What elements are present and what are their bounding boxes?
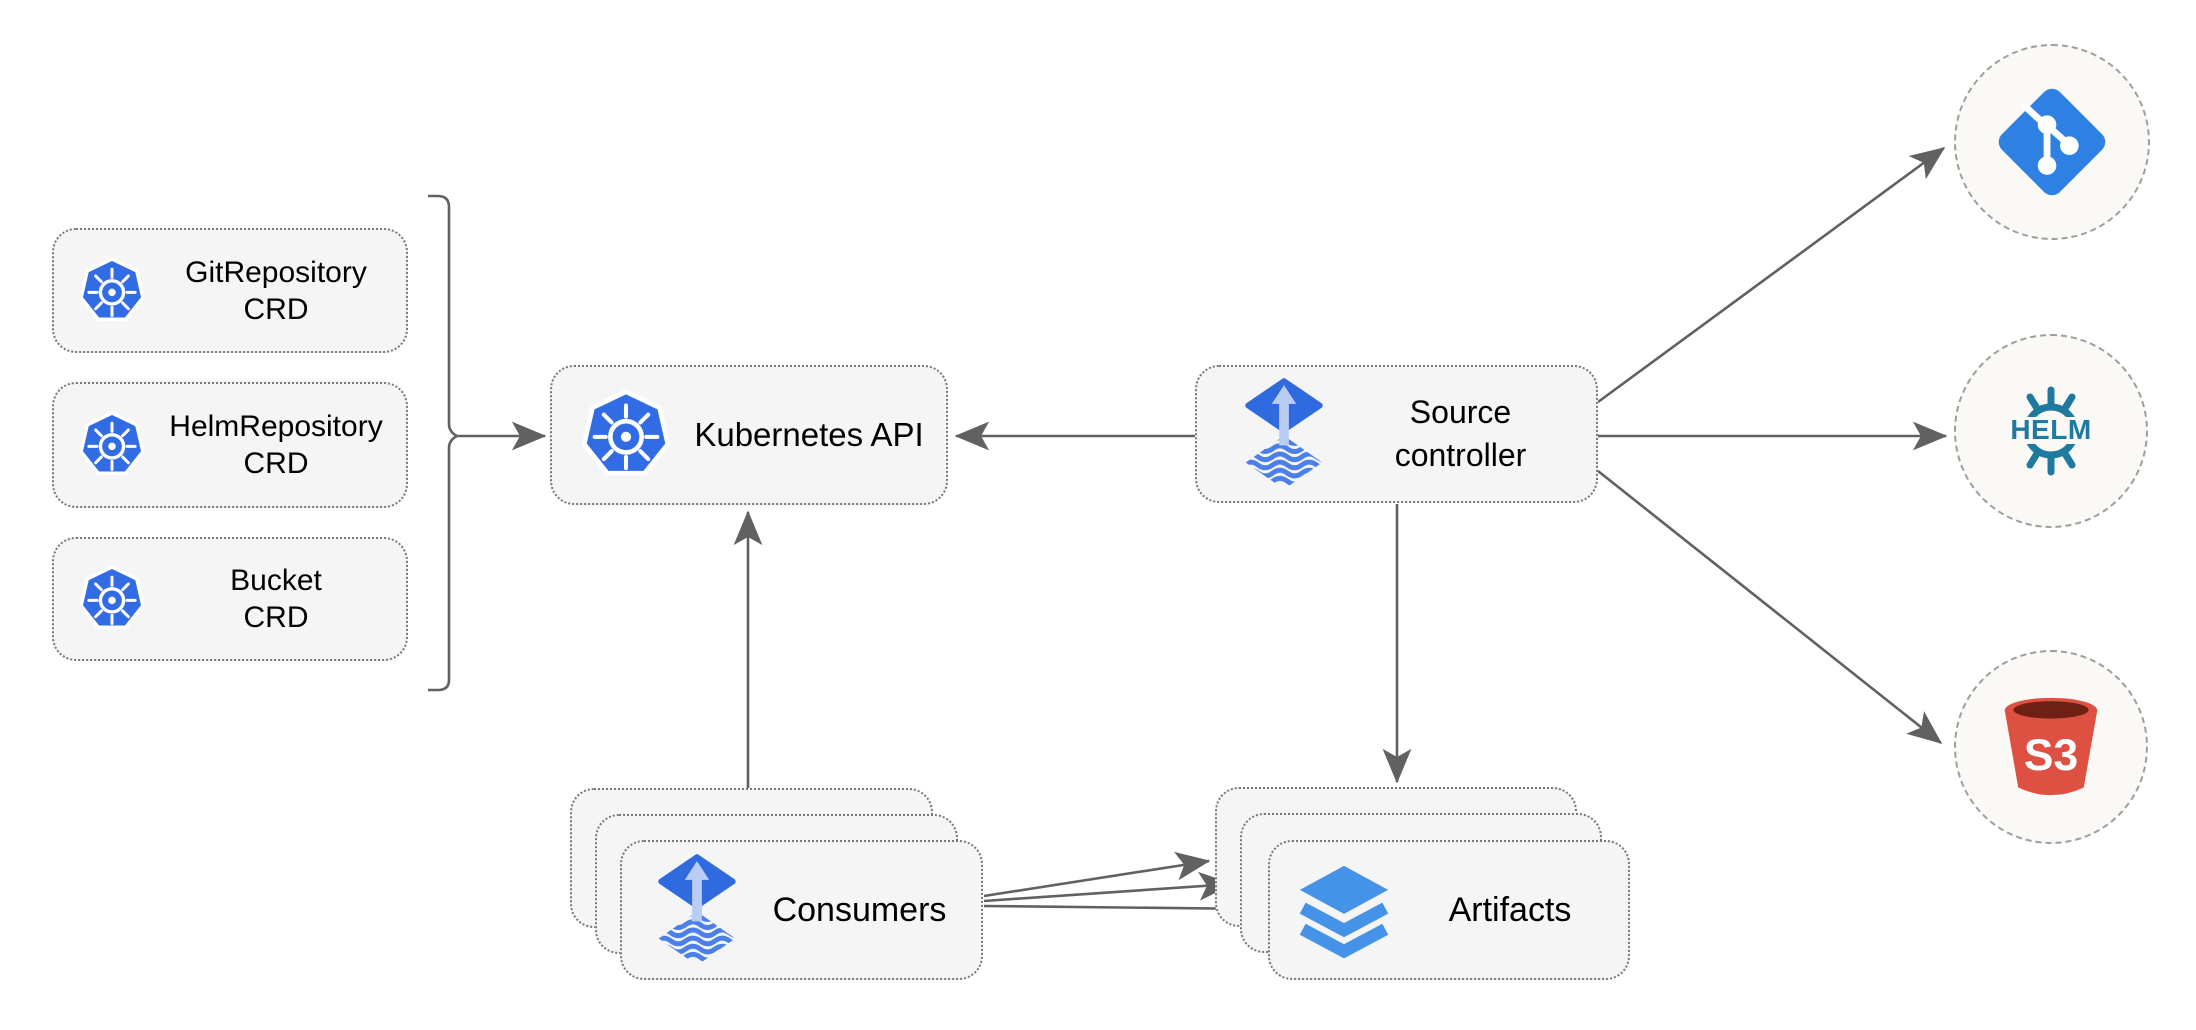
node-consumers: Consumers — [620, 840, 983, 980]
node-label-line2: CRD — [243, 447, 309, 480]
s3-wordmark: S3 — [2024, 731, 2078, 780]
node-bucket-crd: Bucket CRD — [52, 537, 408, 661]
flux-source-controller-icon — [658, 854, 736, 963]
git-branch-nodes — [2037, 115, 2079, 175]
git-branch-lines — [2021, 102, 2067, 160]
edge-source-controller-to-s3 — [1597, 469, 1943, 745]
node-kubernetes-api: Kubernetes API — [550, 365, 948, 505]
kubernetes-wheel-hub — [620, 431, 632, 442]
node-label: HelmRepository CRD — [146, 408, 406, 482]
kubernetes-wheel-ring — [98, 278, 126, 306]
layers-bottom — [1299, 923, 1389, 958]
layers-icon — [1299, 865, 1389, 958]
node-git-endpoint — [1954, 44, 2150, 240]
kubernetes-wheel-hub — [108, 442, 116, 451]
kubernetes-wheel-hub — [108, 596, 116, 605]
node-label-line1: HelmRepository — [169, 410, 383, 443]
kubernetes-wheel-hub — [108, 288, 116, 296]
node-helm-repository-crd: HelmRepository CRD — [52, 382, 408, 508]
node-label: Kubernetes API — [694, 416, 924, 453]
crd-group-bracket — [428, 194, 460, 692]
node-label-line1: Bucket — [230, 564, 322, 597]
edge-consumers-to-artifacts-1 — [983, 851, 1211, 898]
helm-wheel-spokes — [2026, 386, 2076, 476]
kubernetes-icon — [79, 256, 145, 321]
git-icon — [1998, 88, 2106, 196]
node-label-line2: controller — [1394, 437, 1527, 473]
git-diamond — [1998, 88, 2106, 196]
kubernetes-wheel-spokes — [87, 267, 137, 317]
s3-bucket-icon: S3 — [2004, 697, 2098, 796]
kubernetes-wheel-spokes — [87, 575, 137, 625]
node-helm-endpoint: HELM — [1954, 334, 2148, 528]
node-label-line2: CRD — [243, 601, 309, 634]
node-label: GitRepository CRD — [146, 254, 406, 328]
node-label-line1: Source — [1409, 394, 1512, 430]
node-s3-endpoint: S3 — [1954, 650, 2148, 844]
helm-wordmark: HELM — [2010, 414, 2091, 445]
node-label: Bucket CRD — [146, 562, 406, 636]
node-label-line2: CRD — [243, 292, 309, 326]
node-label: Artifacts — [1448, 891, 1572, 929]
kubernetes-wheel-spokes — [592, 403, 660, 471]
kubernetes-wheel-ring — [98, 433, 126, 460]
kubernetes-icon — [581, 389, 671, 476]
s3-bucket-opening — [2013, 701, 2089, 719]
kubernetes-icon — [79, 565, 145, 629]
node-label-line1: GitRepository — [185, 255, 367, 289]
kubernetes-icon — [79, 411, 145, 475]
flux-up-arrow — [684, 861, 710, 922]
edge-source-controller-to-git — [1597, 146, 1946, 404]
node-source-controller: Source controller — [1195, 365, 1598, 503]
kubernetes-wheel-ring — [98, 587, 126, 614]
node-label: Consumers — [772, 891, 947, 929]
node-artifacts: Artifacts — [1268, 840, 1630, 980]
node-git-repository-crd: GitRepository CRD — [52, 228, 408, 353]
helm-text-band — [2001, 417, 2101, 444]
layers-middle — [1299, 902, 1389, 938]
flux-up-arrow — [1271, 385, 1297, 446]
node-label: Source controller — [1325, 391, 1596, 477]
helm-icon: HELM — [2001, 386, 2101, 476]
s3-bucket-body — [2004, 710, 2098, 796]
kubernetes-wheel-ring — [608, 418, 644, 455]
kubernetes-wheel-spokes — [87, 421, 137, 471]
flux-source-controller-icon — [1245, 378, 1323, 487]
edge-consumers-to-artifacts-2 — [983, 871, 1234, 903]
